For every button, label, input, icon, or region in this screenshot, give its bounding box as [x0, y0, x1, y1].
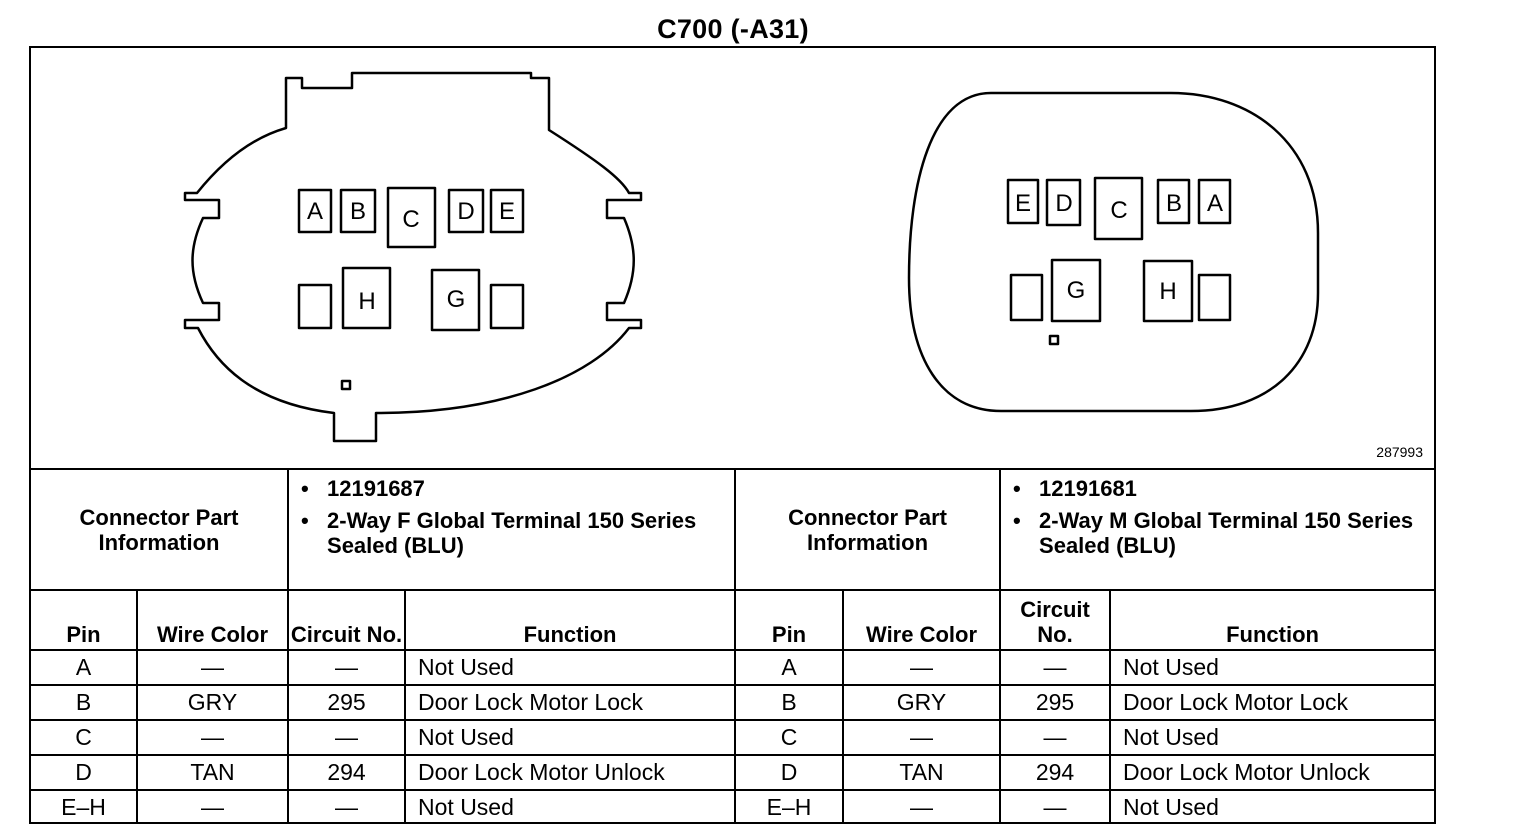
circuit-cell: — — [287, 649, 407, 686]
pin-cell: C — [31, 719, 138, 756]
pin-column-header: Pin — [734, 589, 845, 651]
female-pin-e-label: E — [499, 198, 515, 225]
part-number: 12191681 — [1001, 476, 1434, 501]
female-connector-outline — [183, 71, 643, 443]
pin-column-header: Pin — [31, 589, 138, 651]
wire-color-cell: — — [842, 719, 1002, 756]
diagram-number: 287993 — [1376, 444, 1423, 460]
male-pin-b-label: B — [1166, 190, 1182, 217]
function-cell: Not Used — [1109, 719, 1435, 756]
pin-cell: A — [31, 649, 138, 686]
wire-color-column-header: Wire Color — [842, 589, 1002, 651]
part-info-row: Connector Part Information 12191687 2-Wa… — [31, 468, 1435, 591]
wire-color-cell: — — [135, 649, 290, 686]
circuit-cell: — — [999, 649, 1112, 686]
wire-color-cell: GRY — [135, 684, 290, 721]
circuit-column-header: Circuit No. — [999, 589, 1112, 651]
circuit-cell: — — [287, 719, 407, 756]
function-cell: Not Used — [404, 649, 737, 686]
part-description: 2-Way M Global Terminal 150 Series Seale… — [1001, 508, 1434, 558]
function-cell: Door Lock Motor Unlock — [404, 754, 737, 791]
circuit-cell: — — [999, 789, 1112, 824]
wire-color-cell: GRY — [842, 684, 1002, 721]
pin-cell: B — [734, 684, 845, 721]
male-pin-g-label: G — [1067, 277, 1086, 304]
male-pin-d-label: D — [1055, 190, 1072, 217]
female-pin-h-label: H — [358, 288, 375, 315]
circuit-cell: — — [287, 789, 407, 824]
circuit-cell: 295 — [999, 684, 1112, 721]
pin-cell: D — [31, 754, 138, 791]
circuit-cell: 295 — [287, 684, 407, 721]
pin-cell: A — [734, 649, 845, 686]
function-cell: Not Used — [1109, 789, 1435, 824]
male-pin-a-label: A — [1207, 190, 1223, 217]
function-cell: Door Lock Motor Lock — [1109, 684, 1435, 721]
function-cell: Door Lock Motor Lock — [404, 684, 737, 721]
part-description: 2-Way F Global Terminal 150 Series Seale… — [289, 508, 734, 558]
male-pin-e-label: E — [1015, 190, 1031, 217]
wire-color-cell: — — [135, 719, 290, 756]
male-connector-outline — [907, 91, 1320, 413]
wire-color-cell: TAN — [842, 754, 1002, 791]
table-header-row: Pin Wire Color Circuit No. Function Pin … — [31, 589, 1435, 651]
table-row: D TAN 294 Door Lock Motor Unlock D TAN 2… — [31, 754, 1435, 791]
diagram-title: C700 (-A31) — [657, 14, 809, 44]
table-row: C — — Not Used C — — Not Used — [31, 719, 1435, 756]
function-cell: Door Lock Motor Unlock — [1109, 754, 1435, 791]
connector-diagram-area: A B C D E H G E D C B A G H 287993 — [31, 48, 1433, 470]
function-column-header: Function — [404, 589, 737, 651]
connector-part-info-details: 12191687 2-Way F Global Terminal 150 Ser… — [287, 468, 737, 591]
connector-part-info-details: 12191681 2-Way M Global Terminal 150 Ser… — [999, 468, 1435, 591]
wire-color-cell: — — [135, 789, 290, 824]
circuit-cell: 294 — [287, 754, 407, 791]
pin-cell: D — [734, 754, 845, 791]
table-row: A — — Not Used A — — Not Used — [31, 649, 1435, 686]
male-pin-h-label: H — [1159, 278, 1176, 305]
function-cell: Not Used — [404, 789, 737, 824]
function-cell: Not Used — [404, 719, 737, 756]
female-pin-a-label: A — [307, 198, 323, 225]
female-pin-b-label: B — [350, 198, 366, 225]
table-row: B GRY 295 Door Lock Motor Lock B GRY 295… — [31, 684, 1435, 721]
table-row: E–H — — Not Used E–H — — Not Used — [31, 789, 1435, 824]
connector-part-info-label: Connector Part Information — [31, 468, 290, 591]
circuit-cell: — — [999, 719, 1112, 756]
circuit-cell: 294 — [999, 754, 1112, 791]
wire-color-column-header: Wire Color — [135, 589, 290, 651]
connector-part-info-label: Connector Part Information — [734, 468, 1002, 591]
connector-faces: A B C D E H G E D C B A G H — [183, 71, 1320, 443]
wire-color-cell: — — [842, 649, 1002, 686]
function-column-header: Function — [1109, 589, 1435, 651]
male-pin-c-label: C — [1110, 197, 1127, 224]
connector-pinout-table: Connector Part Information 12191687 2-Wa… — [31, 468, 1435, 824]
pin-cell: E–H — [734, 789, 845, 824]
pin-cell: E–H — [31, 789, 138, 824]
wire-color-cell: — — [842, 789, 1002, 824]
function-cell: Not Used — [1109, 649, 1435, 686]
circuit-column-header: Circuit No. — [287, 589, 407, 651]
female-pin-g-label: G — [447, 286, 466, 313]
pin-cell: B — [31, 684, 138, 721]
part-number: 12191687 — [289, 476, 734, 501]
wire-color-cell: TAN — [135, 754, 290, 791]
female-pin-c-label: C — [402, 206, 419, 233]
female-pin-d-label: D — [457, 198, 474, 225]
pin-cell: C — [734, 719, 845, 756]
connector-frame: A B C D E H G E D C B A G H 287993 — [29, 46, 1436, 824]
